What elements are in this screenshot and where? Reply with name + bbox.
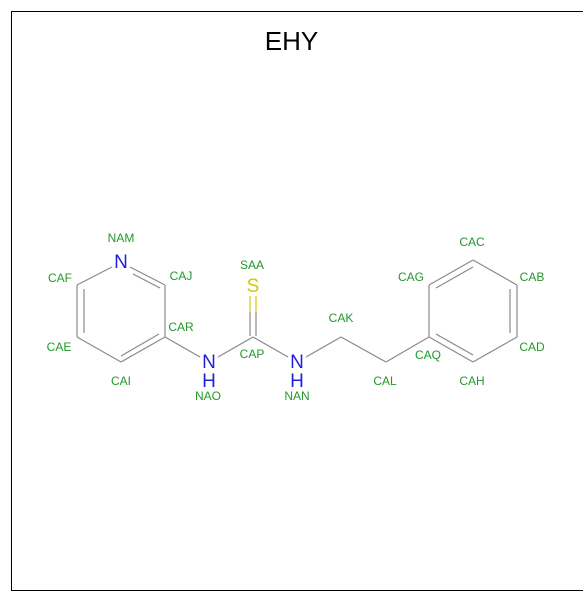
thiourea-linker [164,296,430,363]
molecule-title: EHY [264,26,319,56]
bond-cag-cac [428,259,474,286]
atom-label-cap: CAP [240,347,265,361]
bond-nam-caj [129,266,166,286]
atom-label-caq: CAQ [415,348,441,362]
atom-label-nao: NAO [195,389,221,403]
bond-car-nao [164,336,201,358]
bond-cal-caq [385,336,430,363]
element-h-nan: H [290,371,304,392]
bond-cak-cal [340,336,387,363]
element-n-ring: N [114,252,128,273]
atom-label-caj: CAJ [170,269,193,283]
bond-cag-cac-inner [435,266,474,289]
atom-label-cai: CAI [111,374,131,388]
element-n-nao: N [202,352,216,373]
atom-label-cah: CAH [459,374,484,388]
diagram-frame [11,11,583,591]
bond-cai-cae [76,336,122,363]
atom-label-cad: CAD [519,340,545,354]
bond-cap-nan [252,336,289,358]
atom-label-cae: CAE [47,340,72,354]
atom-label-cac: CAC [459,235,485,249]
bond-cac-cab [472,259,518,286]
bond-caf-nam [76,266,113,286]
bond-cah-caq [428,336,474,363]
element-h-nao: H [202,371,216,392]
atom-label-cag: CAG [398,270,424,284]
element-s: S [247,276,260,297]
bond-nao-cap [217,336,254,358]
atom-label-caf: CAF [48,271,72,285]
bond-nam-caj-inner [132,273,161,289]
atom-label-nam: NAM [108,231,135,245]
atom-label-car: CAR [168,320,194,334]
bond-car-cai-inner [120,333,160,357]
bond-car-cai [120,336,166,363]
bond-nan-cak [305,336,342,358]
pyridine-ring [76,266,166,363]
atom-label-cak: CAK [329,311,354,325]
element-n-nan: N [290,352,304,373]
atom-label-cab: CAB [520,270,545,284]
bond-cad-cah [472,336,518,363]
atom-label-cal: CAL [373,374,397,388]
benzene-ring [428,259,518,363]
bond-cah-caq-inner [435,333,474,356]
atom-label-nan: NAN [284,389,309,403]
atom-label-saa: SAA [240,258,264,272]
